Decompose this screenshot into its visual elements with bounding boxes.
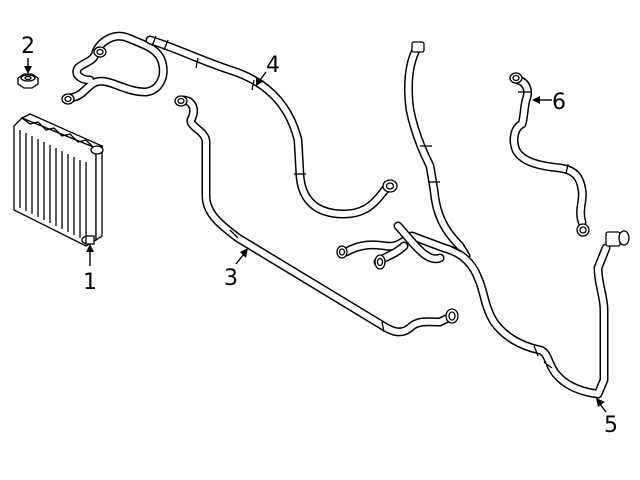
callout-3: 3	[224, 266, 238, 291]
callout-4: 4	[266, 53, 280, 78]
leader-2	[24, 58, 32, 74]
leader-3	[235, 248, 248, 265]
nut	[17, 73, 39, 89]
callout-1: 1	[83, 270, 97, 295]
leader-4	[256, 71, 267, 86]
leader-6	[532, 96, 552, 104]
hose-4	[61, 31, 398, 219]
hose-3	[174, 95, 459, 337]
callout-6: 6	[552, 90, 566, 115]
callout-2: 2	[21, 34, 35, 59]
leader-1	[86, 244, 94, 266]
callout-5: 5	[604, 413, 618, 438]
hose-5	[336, 41, 630, 399]
cooler-fins	[19, 130, 87, 242]
oil-cooler	[13, 113, 104, 247]
hose-6	[509, 72, 590, 237]
leader-5	[596, 398, 607, 413]
